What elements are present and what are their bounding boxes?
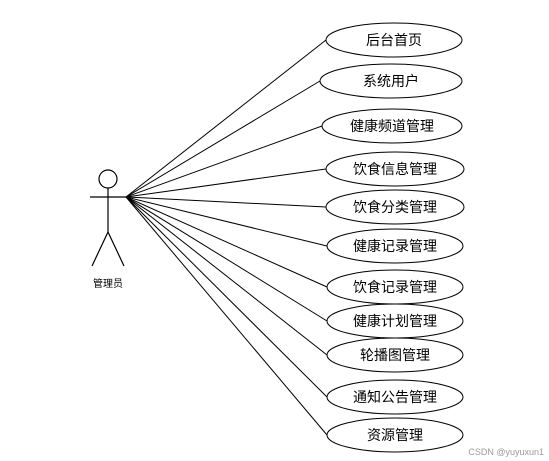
association-line: [125, 196, 328, 322]
use-case: 饮食记录管理: [326, 269, 464, 305]
use-case-label: 通知公告管理: [353, 389, 437, 406]
association-line: [125, 80, 321, 198]
use-case-label: 健康频道管理: [350, 118, 434, 135]
use-case: 后台首页: [325, 22, 463, 58]
association-line: [125, 196, 328, 247]
use-case: 系统用户: [319, 63, 463, 99]
association-line: [125, 196, 328, 288]
use-case-label: 饮食记录管理: [353, 279, 437, 296]
use-case-label: 健康计划管理: [353, 313, 437, 330]
association-line: [125, 125, 323, 198]
use-case-label: 轮播图管理: [360, 348, 430, 364]
use-case-ellipse: [326, 228, 464, 264]
association-line: [125, 196, 328, 398]
use-case-ellipse: [326, 337, 464, 373]
use-case-label: 后台首页: [366, 33, 422, 49]
use-case-label: 资源管理: [367, 428, 423, 444]
use-case: 健康频道管理: [321, 108, 463, 144]
association-line: [125, 196, 327, 208]
association-line: [125, 39, 327, 198]
use-case: 饮食分类管理: [325, 189, 465, 225]
use-case: 健康计划管理: [326, 303, 464, 339]
use-case-label: 饮食信息管理: [353, 161, 437, 178]
actor-right-leg: [107, 231, 125, 267]
use-case-ellipse: [325, 151, 465, 187]
actor-label: 管理员: [93, 277, 123, 290]
actor-administrator: 管理员: [90, 169, 126, 290]
use-cases: 后台首页系统用户健康频道管理饮食信息管理饮食分类管理健康记录管理饮食记录管理健康…: [319, 22, 465, 453]
use-case-label: 饮食分类管理: [353, 199, 437, 216]
use-case: 资源管理: [326, 417, 464, 453]
actor-head: [98, 169, 118, 189]
use-case-ellipse: [319, 63, 463, 99]
association-line: [125, 196, 328, 356]
use-case-ellipse: [321, 108, 463, 144]
use-case: 通知公告管理: [326, 379, 464, 415]
actor-left-leg: [91, 231, 109, 267]
use-case-ellipse: [325, 189, 465, 225]
use-case: 健康记录管理: [326, 228, 464, 264]
use-case-ellipse: [326, 417, 464, 453]
use-case: 轮播图管理: [326, 337, 464, 373]
use-case-ellipse: [326, 379, 464, 415]
use-case-label: 系统用户: [363, 73, 419, 90]
use-case-ellipse: [325, 22, 463, 58]
association-line: [125, 196, 328, 436]
use-case-label: 健康记录管理: [353, 238, 437, 255]
watermark-text: CSDN @yuyuxun1: [468, 447, 544, 457]
association-lines: [125, 39, 328, 436]
use-case: 饮食信息管理: [325, 151, 465, 187]
association-line: [125, 168, 327, 198]
